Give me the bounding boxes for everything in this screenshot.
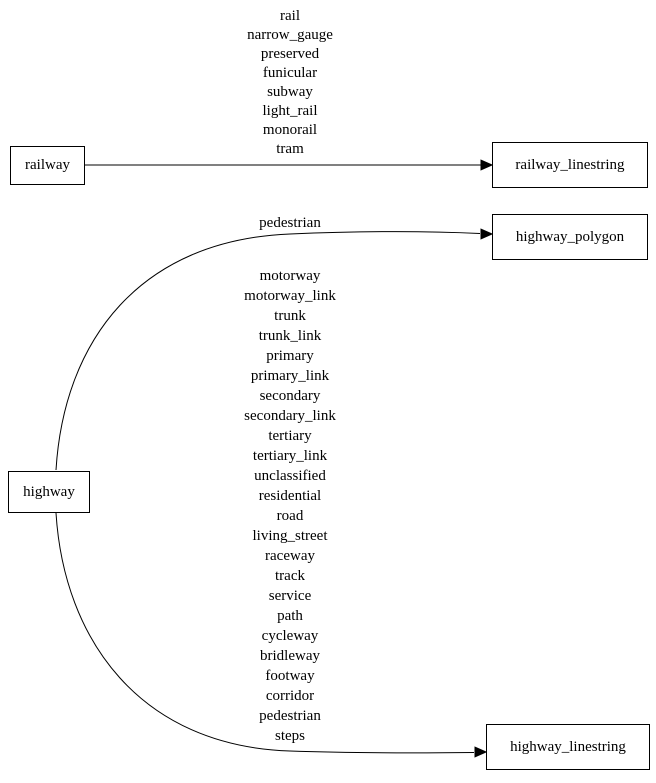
edge-label-line: secondary [259,388,321,404]
edge-label-line: trunk [274,308,306,324]
edge-label-line: pedestrian [259,215,321,231]
node-railway: railway [10,146,85,185]
edge-label-line: residential [258,488,322,504]
node-highway-polygon: highway_polygon [492,214,648,260]
edge-label-railway-linestring: rail narrow_gauge preserved funicular subway… [190,7,390,159]
node-highway: highway [8,471,90,513]
edge-label-line: funicular [262,65,318,81]
edge-label-line: bridleway [260,648,320,664]
node-railway-linestring: railway_linestring [492,142,648,188]
edge-label-line: narrow_gauge [247,27,333,43]
edge-label-line: light_rail [262,103,318,119]
edge-label-line: steps [275,728,305,744]
edge-label-line: rail [280,8,300,24]
edge-highway-to-highway-linestring [55,512,488,758]
edge-label-line: raceway [265,548,315,564]
edge-label-line: tram [276,141,304,157]
edge-label-line: tertiary [268,428,312,444]
edge-label-line: road [276,508,304,524]
edge-label-line: preserved [260,46,320,62]
edge-label-line: secondary_link [244,408,336,424]
edge-railway-to-railway-linestring [85,159,494,171]
edge-label-line: track [275,568,305,584]
edge-label-line: footway [265,668,315,684]
edge-label-line: unclassified [254,468,326,484]
edge-label-line: monorail [262,122,318,138]
edge-label-line: trunk_link [258,328,322,344]
edge-label-line: cycleway [261,628,319,644]
edge-label-line: primary [266,348,314,364]
edge-label-highway-polygon: pedestrian [190,214,390,233]
edge-label-line: subway [267,84,313,100]
edge-label-line: living_street [252,528,328,544]
edge-label-line: motorway_link [244,288,336,304]
edge-label-line: primary_link [250,368,330,384]
edge-label-line: path [277,608,303,624]
edge-label-line: motorway [259,268,321,284]
edge-label-line: corridor [265,688,315,704]
edge-label-line: tertiary_link [252,448,328,464]
node-highway-linestring: highway_linestring [486,724,650,770]
edge-label-line: service [268,588,312,604]
edge-highway-to-highway-polygon [55,228,494,471]
edge-label-line: pedestrian [259,708,321,724]
